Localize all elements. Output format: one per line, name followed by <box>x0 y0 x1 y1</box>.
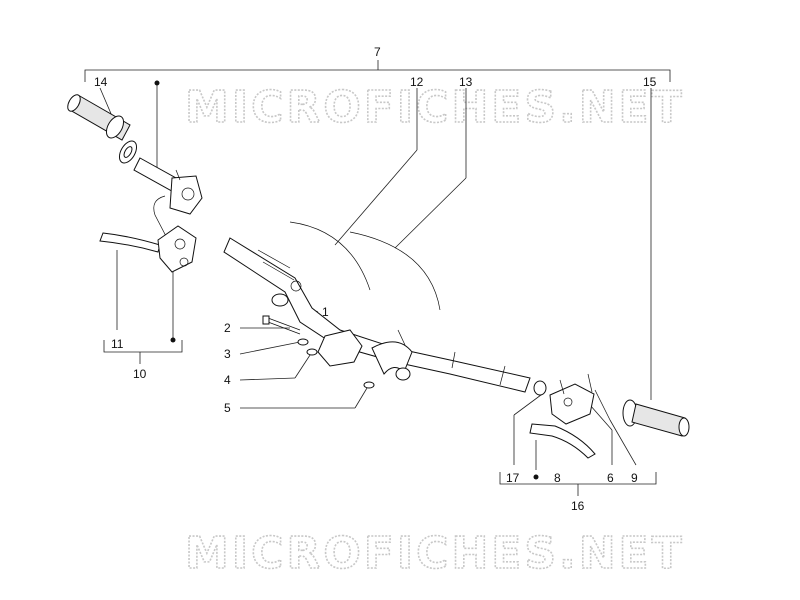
callout-7: 7 <box>374 45 381 59</box>
bottom-nut <box>363 381 375 389</box>
right-grip <box>622 399 690 437</box>
left-master-cylinder <box>157 225 197 273</box>
callout-2: 2 <box>224 321 231 335</box>
leader-lines <box>99 83 652 470</box>
callout-1: 1 <box>322 305 329 319</box>
reference-dot <box>154 80 160 86</box>
callout-16: 16 <box>571 499 585 513</box>
callout-14: 14 <box>94 75 108 89</box>
clamp-bolt <box>262 315 301 335</box>
reference-dot <box>533 474 539 480</box>
left-grip <box>67 94 131 141</box>
bracket-10 <box>103 340 183 364</box>
callout-11: 11 <box>111 337 124 351</box>
bracket-7 <box>84 60 671 82</box>
callout-10: 10 <box>133 367 147 381</box>
callout-15: 15 <box>643 75 657 89</box>
callout-8: 8 <box>554 471 561 485</box>
callout-9: 9 <box>631 471 638 485</box>
callout-13: 13 <box>459 75 473 89</box>
callout-3: 3 <box>224 347 231 361</box>
left-brake-lever <box>99 232 161 253</box>
grip-washer <box>118 140 138 164</box>
watermark-top: MICROFICHES.NET <box>185 82 685 133</box>
nut <box>306 348 318 356</box>
throttle-cable-2 <box>349 231 441 311</box>
washer <box>297 338 309 346</box>
callout-12: 12 <box>410 75 424 89</box>
callout-17: 17 <box>506 471 520 485</box>
right-end-plug <box>533 380 547 396</box>
callout-4: 4 <box>224 373 231 387</box>
callout-6: 6 <box>607 471 614 485</box>
throttle-cable <box>289 221 371 291</box>
reference-dot <box>170 337 176 343</box>
callout-5: 5 <box>224 401 231 415</box>
watermark-bottom: MICROFICHES.NET <box>185 528 685 579</box>
bracket-16 <box>499 472 657 496</box>
handlebar-tube <box>223 237 531 393</box>
right-master-cylinder <box>549 373 595 425</box>
right-brake-lever <box>529 423 596 459</box>
